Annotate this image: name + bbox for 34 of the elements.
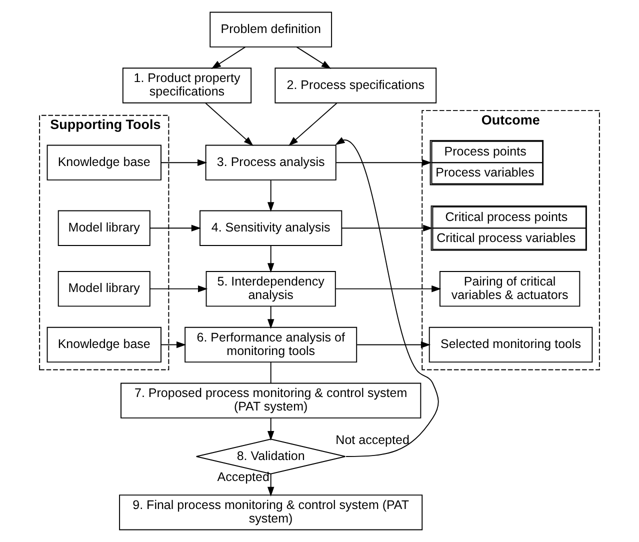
arrow <box>160 341 186 348</box>
node-box: 6. Performance analysis of monitoring tools <box>184 326 358 363</box>
node-box: 9. Final process monitoring & control system (PAT system) <box>119 494 423 530</box>
node-box: 4. Sensitivity analysis <box>200 210 342 246</box>
arrow <box>296 46 332 69</box>
node-box: Knowledge base <box>46 144 162 180</box>
node-box: Knowledge base <box>46 326 162 363</box>
arrow <box>267 473 274 496</box>
arrow <box>336 159 432 166</box>
node-box: 7. Proposed process monitoring & control system (PAT system) <box>120 382 422 418</box>
arrow <box>211 46 246 69</box>
arrow <box>341 224 433 232</box>
node-box: 1. Product property specifications <box>122 68 252 104</box>
arrow <box>267 245 274 273</box>
node-box: Model library <box>58 271 150 307</box>
arrow <box>205 102 254 146</box>
node-box: Pairing of critical variables & actuators <box>439 271 580 307</box>
node-box: 3. Process analysis <box>205 144 336 180</box>
node-box: Selected monitoring tools <box>428 326 593 363</box>
arrow <box>267 180 274 212</box>
connector <box>270 362 272 384</box>
arrow <box>356 341 431 348</box>
arrow <box>267 306 274 329</box>
arrow <box>335 285 442 292</box>
arrow <box>150 285 208 292</box>
arrow <box>335 137 439 457</box>
arrow <box>150 224 202 232</box>
arrow <box>267 418 274 441</box>
node-box: 5. Interdependency analysis <box>206 271 336 307</box>
arrow <box>288 102 338 146</box>
node-box: Model library <box>58 210 150 246</box>
node-box: Problem definition <box>210 12 332 48</box>
node-box: 2. Process specifications <box>274 68 437 104</box>
arrow <box>160 159 208 166</box>
